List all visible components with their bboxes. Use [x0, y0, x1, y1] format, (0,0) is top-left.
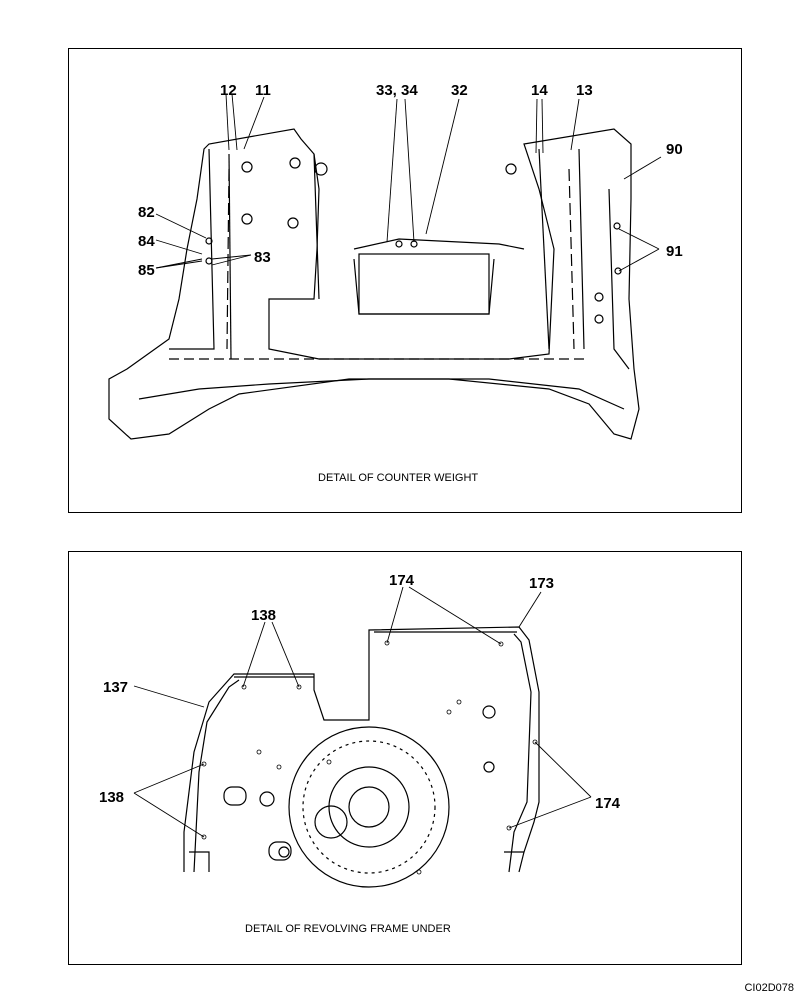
- callout-137: 137: [103, 679, 128, 696]
- revolving-frame-detail-panel: 174 173 138 137 138 174 DETAIL OF REVOLV…: [68, 551, 742, 965]
- counterweight-body: [108, 128, 640, 440]
- callout-13: 13: [576, 82, 593, 99]
- callout-82: 82: [138, 204, 155, 221]
- callout-33-34: 33, 34: [376, 82, 418, 99]
- leader-lines: [133, 586, 592, 838]
- callout-174-right: 174: [595, 795, 621, 812]
- callout-85: 85: [138, 262, 155, 279]
- leader-lines: [155, 93, 662, 272]
- callout-174-top: 174: [389, 572, 415, 589]
- callout-138-top: 138: [251, 607, 276, 624]
- callout-91: 91: [666, 243, 683, 260]
- turntable-ring: [288, 726, 450, 888]
- reference-code: CI02D078: [744, 982, 794, 994]
- callout-90: 90: [666, 141, 683, 158]
- counter-weight-caption: DETAIL OF COUNTER WEIGHT: [318, 472, 479, 484]
- revolving-frame-caption: DETAIL OF REVOLVING FRAME UNDER: [245, 923, 451, 935]
- callout-14: 14: [531, 82, 548, 99]
- callout-173: 173: [529, 575, 554, 592]
- callout-11: 11: [255, 82, 271, 99]
- callout-12: 12: [220, 82, 237, 99]
- revolving-frame-body: [183, 626, 540, 873]
- callout-83: 83: [254, 249, 271, 266]
- callout-32: 32: [451, 82, 468, 99]
- revolving-frame-drawing: 174 173 138 137 138 174: [99, 572, 621, 888]
- counter-weight-drawing: 12 11 33, 34 32 14 13 90 82 84 85 83 91: [108, 82, 683, 440]
- callout-138-left: 138: [99, 789, 124, 806]
- callout-84: 84: [138, 233, 155, 250]
- counter-weight-detail-panel: 12 11 33, 34 32 14 13 90 82 84 85 83 91 …: [68, 48, 742, 513]
